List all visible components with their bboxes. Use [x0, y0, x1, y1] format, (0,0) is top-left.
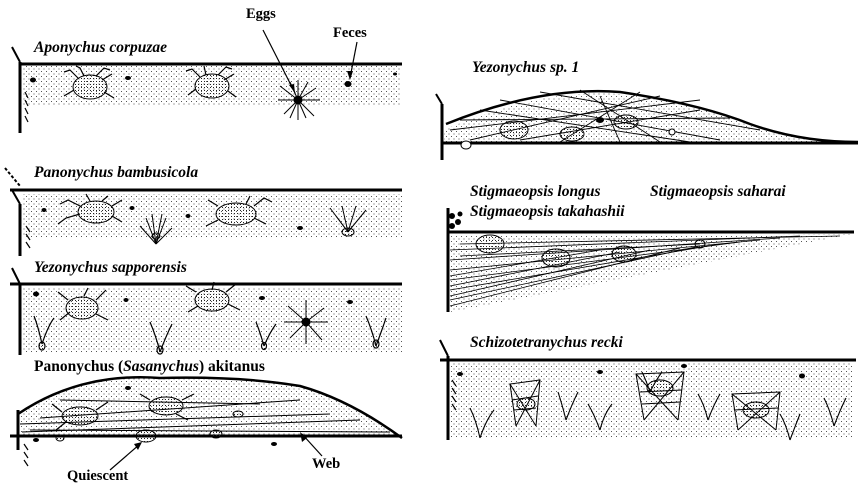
mite	[216, 203, 256, 225]
species-label-panonychus-akitanus: Panonychus (Sasanychus) akitanus	[34, 358, 265, 376]
mite	[612, 246, 636, 262]
quiescent-label: Quiescent	[67, 468, 128, 485]
mite	[149, 397, 183, 415]
mite	[542, 249, 570, 267]
mite	[195, 74, 229, 98]
species-subgenus: Sasanychus	[123, 358, 199, 375]
feces-dot	[345, 81, 352, 87]
species-label-panonychus-bambusicola: Panonychus bambusicola	[34, 164, 198, 182]
mite	[73, 75, 107, 99]
species-label-schizotetranychus-recki: Schizotetranychus recki	[470, 334, 623, 352]
mite	[78, 201, 114, 223]
eggs-label: Eggs	[246, 6, 276, 23]
species-label-yezonychus-sp1: Yezonychus sp. 1	[472, 59, 579, 77]
species-label-yezonychus-sapporensis: Yezonychus sapporensis	[34, 259, 187, 277]
mite	[66, 297, 98, 319]
species-suffix: ) akitanus	[199, 358, 265, 375]
species-prefix: Panonychus (	[34, 358, 123, 375]
species-label-stigmaeopsis-takahashii: Stigmaeopsis takahashii	[470, 203, 625, 221]
panel-schizotetranychus-recki	[440, 340, 856, 440]
feces-dot	[30, 78, 36, 83]
web-label: Web	[312, 456, 340, 473]
feces-dot	[125, 76, 131, 80]
quiescent-mite	[136, 430, 156, 442]
panel-yezonychus-sp1	[436, 90, 858, 160]
mite	[195, 289, 229, 311]
panel-panonychus-akitanus	[10, 377, 402, 470]
panel-yezonychus-sapporensis	[10, 268, 402, 355]
panel-stigmaeopsis	[448, 208, 854, 312]
species-label-aponychus: Aponychus corpuzae	[34, 39, 167, 57]
mite	[62, 407, 98, 425]
mite	[500, 121, 528, 139]
quiescent-arrow	[110, 444, 140, 470]
species-label-stigmaeopsis-saharai: Stigmaeopsis saharai	[650, 183, 786, 201]
mite	[560, 127, 584, 141]
mite	[614, 115, 638, 129]
feces-label: Feces	[333, 25, 367, 42]
species-label-stigmaeopsis-longus: Stigmaeopsis longus	[470, 183, 601, 201]
feces-cluster	[449, 212, 463, 230]
mite	[476, 235, 504, 253]
